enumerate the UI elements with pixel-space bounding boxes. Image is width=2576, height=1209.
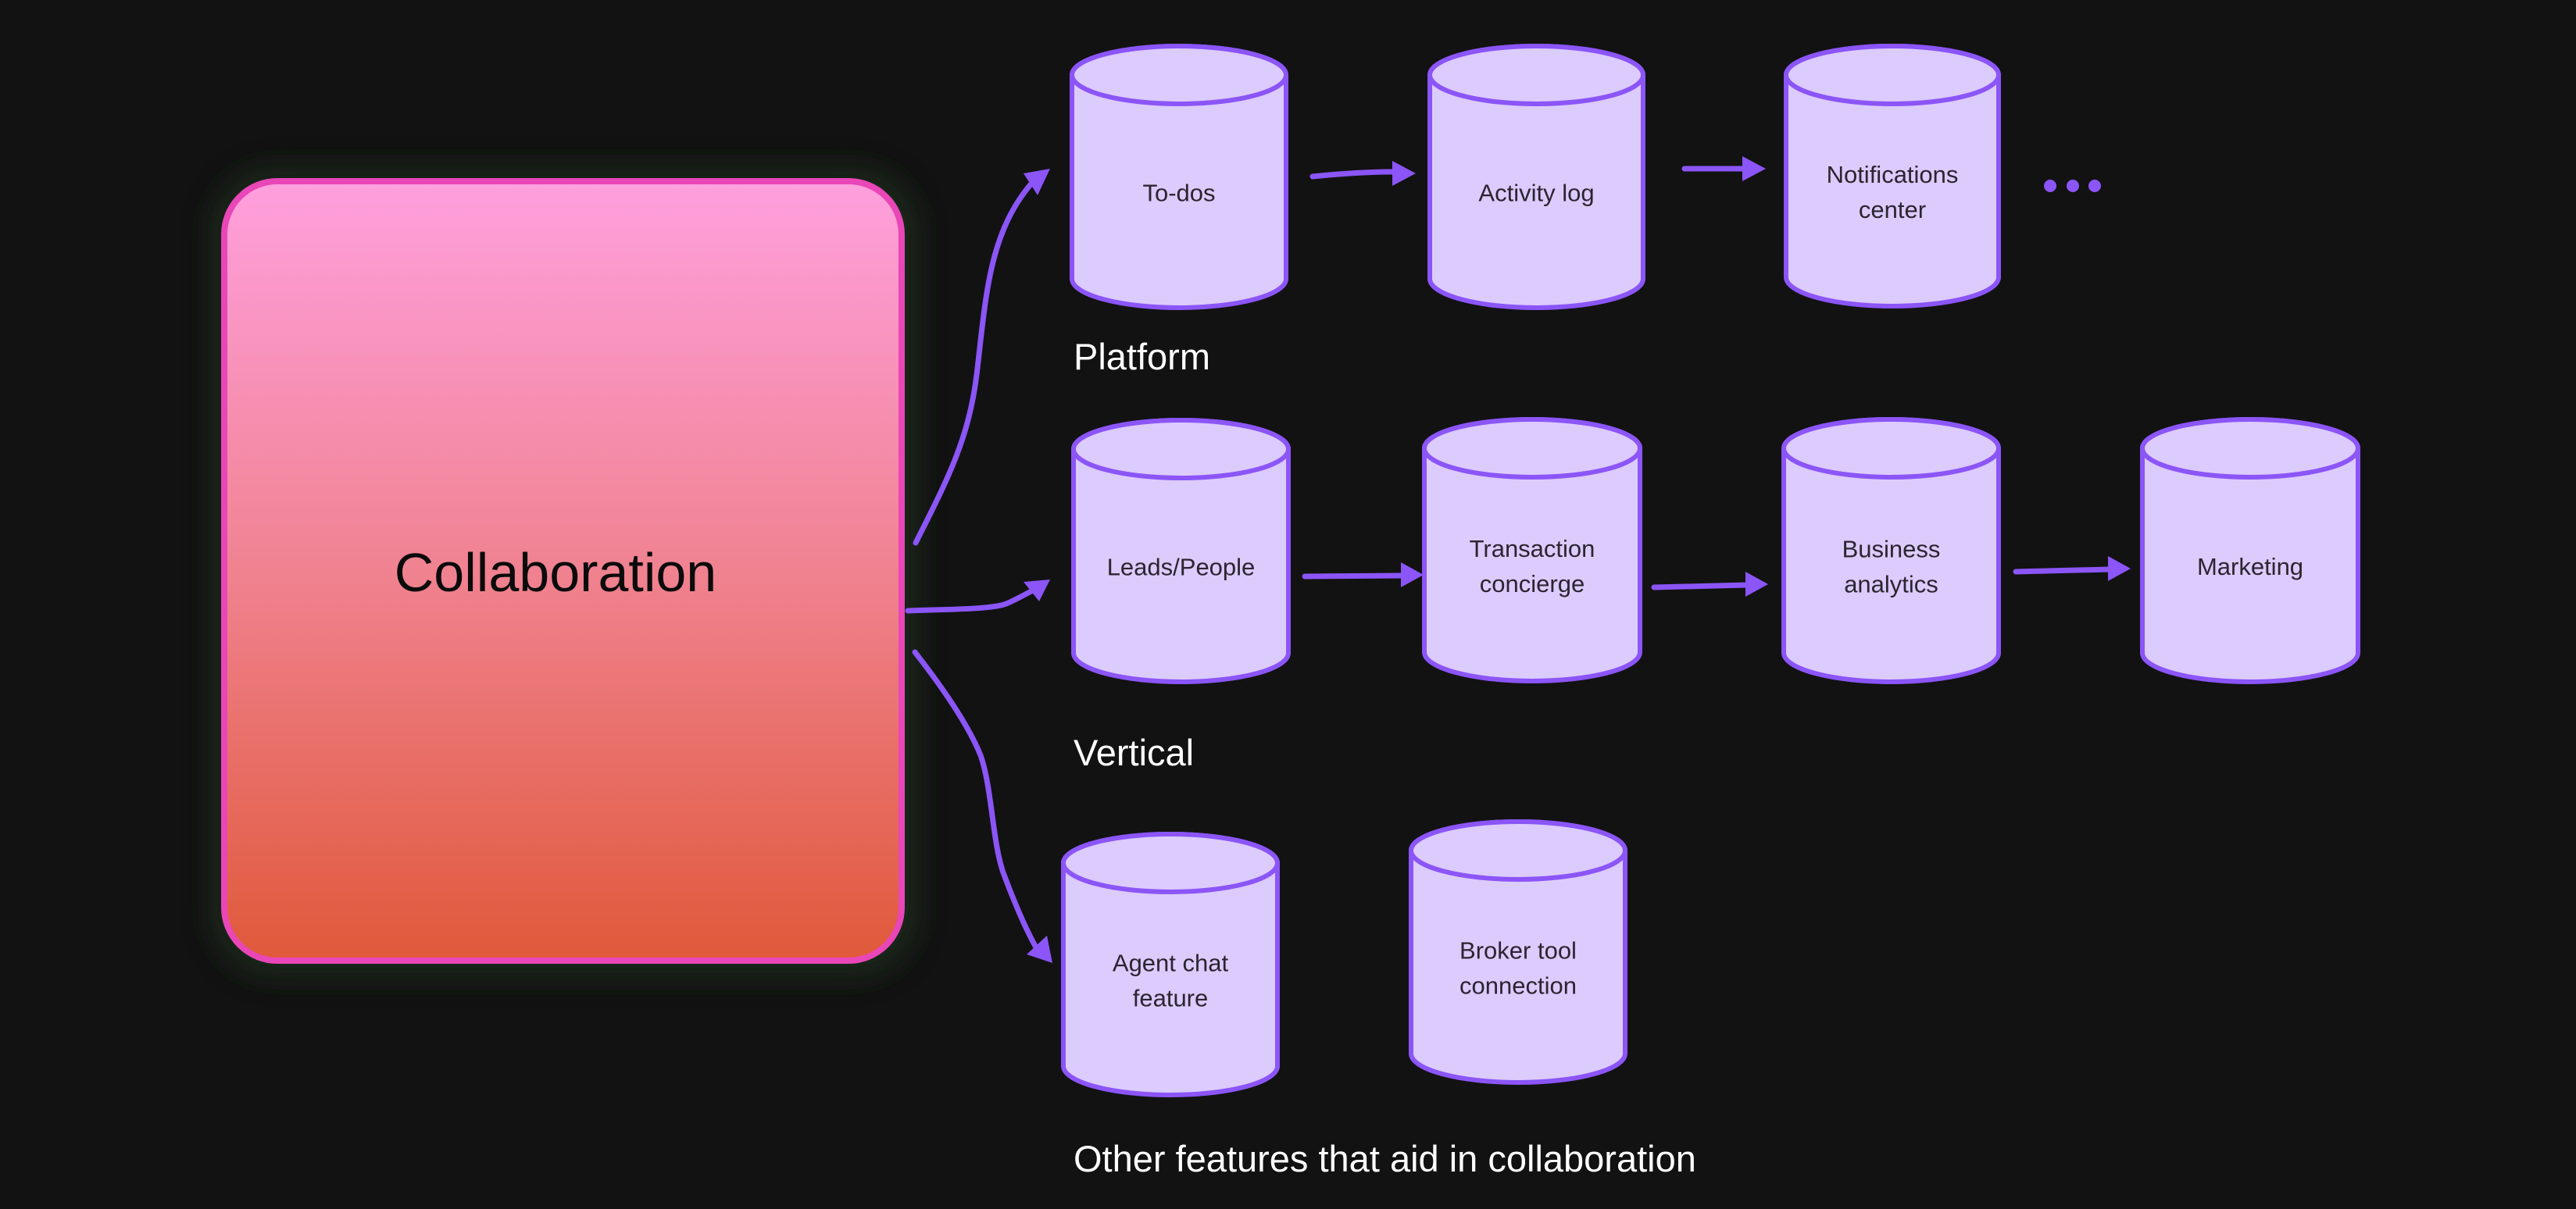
node-activity-log[interactable]: Activity log xyxy=(1427,44,1645,310)
edge-line xyxy=(2013,566,2113,575)
arrowhead-icon xyxy=(1392,161,1416,186)
ellipsis-icon xyxy=(2044,180,2101,192)
dot xyxy=(2088,180,2101,192)
edge-line xyxy=(912,649,1042,956)
node-leads-people[interactable]: Leads/People xyxy=(1071,418,1291,684)
edge-line xyxy=(913,180,1034,546)
node-label: Notifications xyxy=(1827,161,1959,188)
arrowhead-icon xyxy=(1024,169,1050,195)
cylinder-top xyxy=(1071,418,1291,480)
cylinder-top xyxy=(1781,417,2001,480)
edge-transaction-to-business xyxy=(1651,572,1768,597)
node-label: Activity log xyxy=(1478,180,1594,207)
node-label: Broker tool xyxy=(1459,937,1577,965)
node-broker-tool-connection[interactable]: Broker tool connection xyxy=(1409,819,1627,1085)
section-label-other: Other features that aid in collaboration xyxy=(1074,1138,1696,1179)
arrowhead-icon xyxy=(1027,936,1052,963)
node-label: analytics xyxy=(1844,571,1938,598)
node-label: Transaction xyxy=(1470,535,1595,562)
edge-line xyxy=(1309,169,1398,180)
node-label: To-dos xyxy=(1142,180,1215,207)
cylinder-top xyxy=(2140,417,2360,480)
cylinder-top xyxy=(1422,417,1642,480)
hub-label: Collaboration xyxy=(395,542,716,603)
node-label: Leads/People xyxy=(1107,554,1256,581)
arrowhead-icon xyxy=(1742,156,1766,181)
dot xyxy=(2067,180,2079,192)
node-label: Business xyxy=(1842,536,1941,563)
arrowhead-icon xyxy=(2108,556,2131,581)
node-transaction-concierge[interactable]: Transaction concierge xyxy=(1422,417,1642,683)
arrowhead-icon xyxy=(1024,580,1050,601)
cylinder-top xyxy=(1409,819,1627,882)
node-label: concierge xyxy=(1480,570,1585,597)
node-business-analytics[interactable]: Business analytics xyxy=(1781,417,2001,684)
node-todos[interactable]: To-dos xyxy=(1070,44,1288,310)
edge-activity-log-to-notifications xyxy=(1681,156,1766,181)
node-marketing[interactable]: Marketing xyxy=(2140,417,2360,684)
arrowhead-icon xyxy=(1401,562,1424,587)
edge-hub-to-agent-chat xyxy=(912,649,1052,963)
node-agent-chat-feature[interactable]: Agent chat feature xyxy=(1061,832,1280,1097)
edge-leads-to-transaction xyxy=(1302,562,1424,587)
node-label: Agent chat xyxy=(1113,950,1229,977)
cylinder-top xyxy=(1061,832,1280,894)
nodes: To-dos Activity log Notificationscenter … xyxy=(1061,44,2360,1097)
hub-box xyxy=(221,178,905,964)
dot xyxy=(2044,180,2056,192)
cylinder-top xyxy=(1784,44,2001,106)
node-label: center xyxy=(1859,196,1926,223)
node-label: feature xyxy=(1133,985,1209,1012)
collaboration-hub[interactable]: Collaboration xyxy=(211,168,918,976)
node-label: Marketing xyxy=(2197,553,2303,580)
edge-hub-to-todos xyxy=(913,169,1050,546)
cylinder-top xyxy=(1427,44,1645,106)
cylinder-top xyxy=(1070,44,1288,106)
edge-hub-to-leads xyxy=(905,580,1050,614)
edge-business-to-marketing xyxy=(2013,556,2131,581)
section-label-vertical: Vertical xyxy=(1074,732,1194,773)
edge-line xyxy=(1651,582,1750,590)
section-label-platform: Platform xyxy=(1074,336,1210,377)
edge-line xyxy=(905,587,1036,614)
edge-todos-to-activity-log xyxy=(1309,161,1416,186)
node-notifications-center[interactable]: Notifications center xyxy=(1784,44,2001,308)
node-label: connection xyxy=(1459,972,1577,1000)
arrowhead-icon xyxy=(1745,572,1768,597)
